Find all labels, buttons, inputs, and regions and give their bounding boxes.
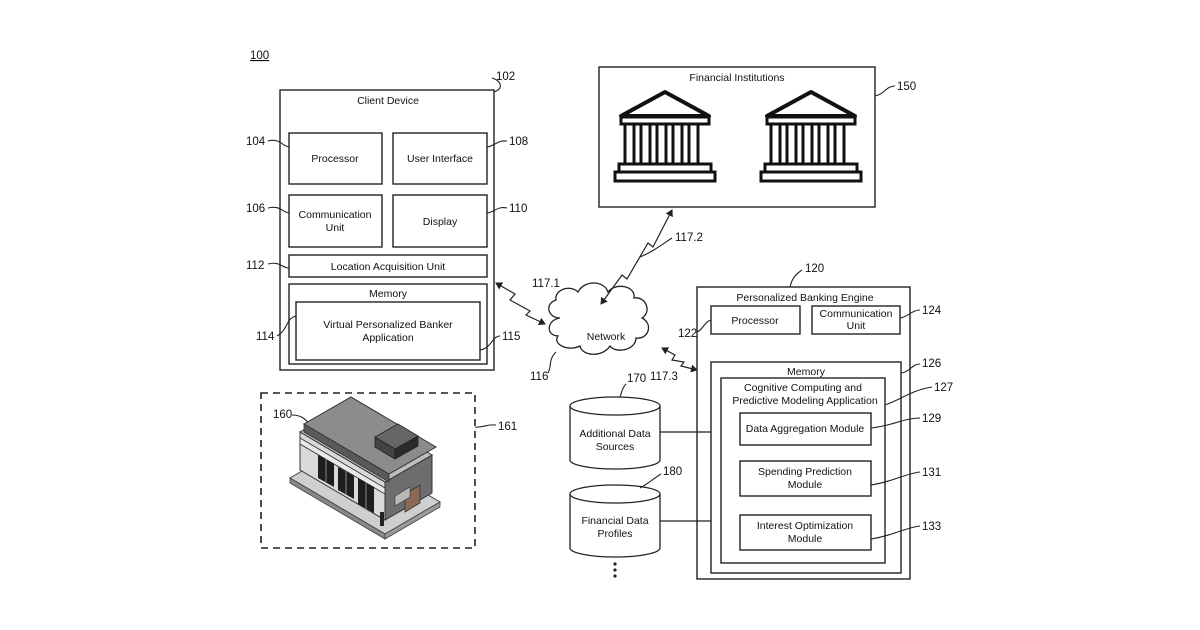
client-user-interface-ref: 108 bbox=[509, 136, 528, 148]
engine-communication-label-1: Communication bbox=[820, 308, 893, 320]
interest-optimization-label-1: Interest Optimization bbox=[757, 520, 853, 532]
engine-title: Personalized Banking Engine bbox=[736, 292, 873, 304]
network-cloud: Network 116 bbox=[530, 283, 649, 383]
client-memory-label: Memory bbox=[369, 288, 408, 300]
vpb-app-box bbox=[296, 302, 480, 360]
link-engine-ref: 117.3 bbox=[650, 371, 678, 383]
financial-data-profiles-db: Financial Data Profiles 180 bbox=[570, 466, 711, 578]
network-label: Network bbox=[587, 331, 626, 343]
vpb-app-label-2: Application bbox=[362, 332, 414, 344]
client-communication-label-1: Communication bbox=[299, 209, 372, 221]
financial-profiles-ref: 180 bbox=[663, 466, 682, 478]
vpb-app-label-1: Virtual Personalized Banker bbox=[323, 319, 453, 331]
client-memory-ref: 115 bbox=[502, 331, 520, 343]
financial-profiles-label-1: Financial Data bbox=[581, 515, 648, 527]
client-device-title: Client Device bbox=[357, 95, 419, 107]
data-aggregation-label: Data Aggregation Module bbox=[746, 423, 865, 435]
engine-processor-ref: 122 bbox=[678, 328, 697, 340]
link-network-engine: 117.3 bbox=[650, 348, 697, 383]
store-illustration: 160 161 bbox=[261, 393, 517, 548]
store-box-ref: 161 bbox=[498, 421, 517, 433]
engine-app-label-2: Predictive Modeling Application bbox=[732, 395, 877, 407]
engine-ref: 120 bbox=[805, 263, 824, 275]
engine-app-label-1: Cognitive Computing and bbox=[744, 382, 862, 394]
link-client-network: 117.1 bbox=[496, 278, 560, 324]
data-aggregation-ref: 129 bbox=[922, 413, 941, 425]
client-processor-ref: 104 bbox=[246, 136, 266, 148]
client-communication-label-2: Unit bbox=[326, 222, 345, 234]
client-user-interface-label: User Interface bbox=[407, 153, 473, 165]
store-ref: 160 bbox=[273, 409, 292, 421]
engine-memory-ref: 126 bbox=[922, 358, 941, 370]
additional-data-label-1: Additional Data bbox=[579, 428, 650, 440]
financial-institutions-title: Financial Institutions bbox=[689, 72, 784, 84]
engine-app-ref: 127 bbox=[934, 382, 953, 394]
location-acquisition-label: Location Acquisition Unit bbox=[331, 261, 445, 273]
spending-prediction-label-2: Module bbox=[788, 479, 823, 491]
banking-engine: Personalized Banking Engine 120 Processo… bbox=[678, 263, 953, 579]
engine-processor-label: Processor bbox=[731, 315, 779, 327]
financial-institutions-ref: 150 bbox=[897, 81, 916, 93]
client-device: Client Device 102 Processor 104 User Int… bbox=[246, 71, 528, 370]
client-communication-ref: 106 bbox=[246, 203, 265, 215]
engine-communication-label-2: Unit bbox=[847, 320, 866, 332]
engine-memory-label: Memory bbox=[787, 366, 826, 378]
client-processor-label: Processor bbox=[311, 153, 359, 165]
engine-communication-ref: 124 bbox=[922, 305, 942, 317]
store-building-icon bbox=[290, 397, 440, 539]
vpb-app-ref: 114 bbox=[256, 331, 275, 343]
link-client-ref: 117.1 bbox=[532, 278, 560, 290]
figure-number: 100 bbox=[250, 50, 269, 62]
interest-optimization-label-2: Module bbox=[788, 533, 823, 545]
additional-data-ref: 170 bbox=[627, 373, 646, 385]
additional-data-sources-db: Additional Data Sources 170 bbox=[570, 373, 711, 469]
additional-data-label-2: Sources bbox=[596, 441, 635, 453]
link-institutions-ref: 117.2 bbox=[675, 232, 703, 244]
financial-institutions: Financial Institutions 150 bbox=[599, 67, 916, 207]
network-ref: 116 bbox=[530, 371, 548, 383]
client-display-label: Display bbox=[423, 216, 458, 228]
client-display-ref: 110 bbox=[509, 203, 527, 215]
spending-prediction-label-1: Spending Prediction bbox=[758, 466, 852, 478]
more-profiles-ellipsis bbox=[613, 562, 616, 577]
spending-prediction-ref: 131 bbox=[922, 467, 941, 479]
financial-profiles-label-2: Profiles bbox=[597, 528, 632, 540]
client-communication-box bbox=[289, 195, 382, 247]
location-acquisition-ref: 112 bbox=[246, 260, 264, 272]
interest-optimization-ref: 133 bbox=[922, 521, 941, 533]
